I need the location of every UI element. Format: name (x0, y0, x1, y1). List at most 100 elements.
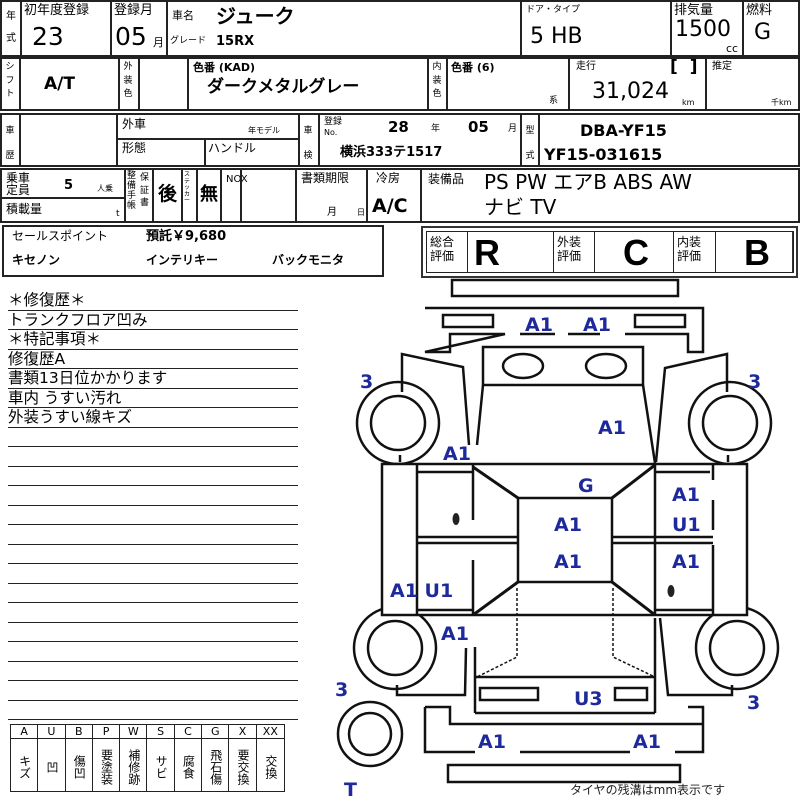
nox-cell: NOX (220, 168, 248, 223)
overall-label-cell: 総合評価 (426, 231, 468, 273)
service-label: 整備手帳 (127, 171, 137, 211)
legend-meaning: 補修跡 (126, 748, 141, 785)
rear-light-left (441, 313, 495, 329)
capacity-unit: 人乗 (97, 184, 113, 193)
docs-day: 日 (357, 208, 365, 217)
inspection-label: 車検 (303, 126, 313, 162)
legend-code: U (38, 725, 65, 739)
history-label: 車歴 (5, 126, 15, 162)
damage-mark: A1 (583, 314, 611, 336)
color-code-cell: 色番 (KAD) ダークメタルグレー (187, 57, 429, 111)
int-color-code-label: 色番 (6) (451, 61, 495, 74)
equipment-cell: 装備品 PS PW エアB ABS AW ナビ TV (420, 168, 800, 223)
exterior-rating-cell: C (594, 231, 674, 273)
reg-month-cell: 登録月 05 月 (110, 0, 168, 57)
note-line: トランクフロア凹み (8, 311, 298, 330)
hood-lines (473, 618, 657, 715)
front-fender-left (395, 647, 468, 697)
blank-note-line (8, 506, 298, 525)
headlight-right (613, 686, 649, 702)
int-color-label: 内装色 (432, 62, 442, 99)
blank-note-line (8, 545, 298, 564)
grade: 15RX (216, 34, 255, 49)
int-color-unit: 系 (549, 96, 559, 106)
rear-window-oval (501, 352, 545, 380)
blank-note-line (8, 701, 298, 720)
color-name: ダークメタルグレー (207, 77, 360, 97)
note-line: ＊特記事項＊ (8, 330, 298, 350)
hood-dotted (476, 588, 656, 678)
docs-label: 書類期限 (301, 171, 350, 185)
displacement-cell: 排気量 1500 cc (670, 0, 744, 57)
rear-window (481, 345, 645, 387)
top-box (450, 278, 680, 298)
tire-front-left-icon (352, 605, 438, 691)
sticker-value-cell: 無 (196, 168, 222, 223)
capacity-label: 乗車定員 (6, 171, 31, 197)
spare-tire-icon (336, 700, 404, 768)
note-line: 外装うすい線キズ (8, 408, 298, 428)
sale-point-item: バックモニタ (272, 253, 345, 267)
interior-rating-cell: B (715, 231, 794, 273)
front-fender-right (658, 617, 734, 697)
interior-color-cell: 内装色 色番 (6) 系 (427, 57, 570, 111)
year-label: 年式 (6, 11, 16, 44)
headlight-left (478, 686, 540, 702)
damage-mark: A1 (443, 443, 471, 465)
first-registration-cell: 初年度登録 23 (20, 0, 112, 57)
import-cell: 外車 年モデル 形態 ハンドル (116, 113, 300, 167)
damage-mark: U1 (672, 514, 701, 536)
model-cell: 型式 DBA-YF15 YF15-031615 (520, 113, 800, 167)
equipment-line-2: ナビ TV (484, 195, 557, 219)
legend-code: P (92, 725, 120, 739)
displacement-unit: cc (726, 42, 739, 55)
first-reg-value: 23 (32, 22, 64, 51)
service-value-cell: 後 (152, 168, 183, 223)
note-line: 書類13日位かかります (8, 369, 298, 389)
month-unit: 月 (508, 124, 518, 134)
sticker-label: ステッカー (184, 171, 191, 205)
blank-note-line (8, 642, 298, 662)
damage-mark: A1 (598, 417, 626, 439)
legend-code: XX (256, 725, 284, 739)
legend-code: B (65, 725, 92, 739)
service-value: 後 (158, 183, 178, 205)
interior-label-cell: 内装評価 (673, 231, 716, 273)
reg-month-label: 登録月 (114, 3, 154, 18)
damage-mark: A1 (633, 731, 661, 753)
sale-point-item: キセノン (12, 253, 61, 267)
legend-meaning: キズ (17, 754, 32, 779)
blank-note-line (8, 447, 298, 467)
grade-label: グレード (170, 36, 207, 46)
sticker-value: 無 (200, 184, 218, 205)
damage-mark: A1 U1 (390, 580, 454, 602)
legend-meaning: 飛石傷 (208, 748, 223, 785)
history-cell: 車歴 (0, 113, 118, 167)
shift-cell: シフト A/T (0, 57, 120, 111)
blank-note-line (8, 662, 298, 681)
tire-front-right-icon (694, 605, 780, 691)
equipment-line-1: PS PW エアB ABS AW (484, 170, 692, 194)
recycle-fee: 預託￥9,680 (146, 229, 227, 244)
ac-cell: 冷房 A/C (366, 168, 422, 223)
damage-mark: A1 (554, 514, 582, 536)
door-type: 5 HB (530, 24, 583, 49)
damage-mark: U3 (574, 688, 603, 710)
legend-meaning: 傷凹 (72, 754, 87, 779)
load-label: 積載量 (6, 202, 43, 216)
blank-note-line (8, 681, 298, 701)
blank-note-line (8, 564, 298, 584)
year-cell: 年式 (0, 0, 22, 57)
plate-number: 横浜333テ1517 (340, 145, 443, 160)
blank-note-line (8, 467, 298, 486)
nox-value-cell (240, 168, 297, 223)
legend-meaning: 凹 (44, 760, 59, 773)
fuel-label: 燃料 (746, 3, 773, 18)
legend-code: W (120, 725, 147, 739)
sale-points-label: セールスポイント (12, 229, 109, 243)
ac-label: 冷房 (376, 171, 401, 185)
rear-light-right (633, 313, 687, 329)
